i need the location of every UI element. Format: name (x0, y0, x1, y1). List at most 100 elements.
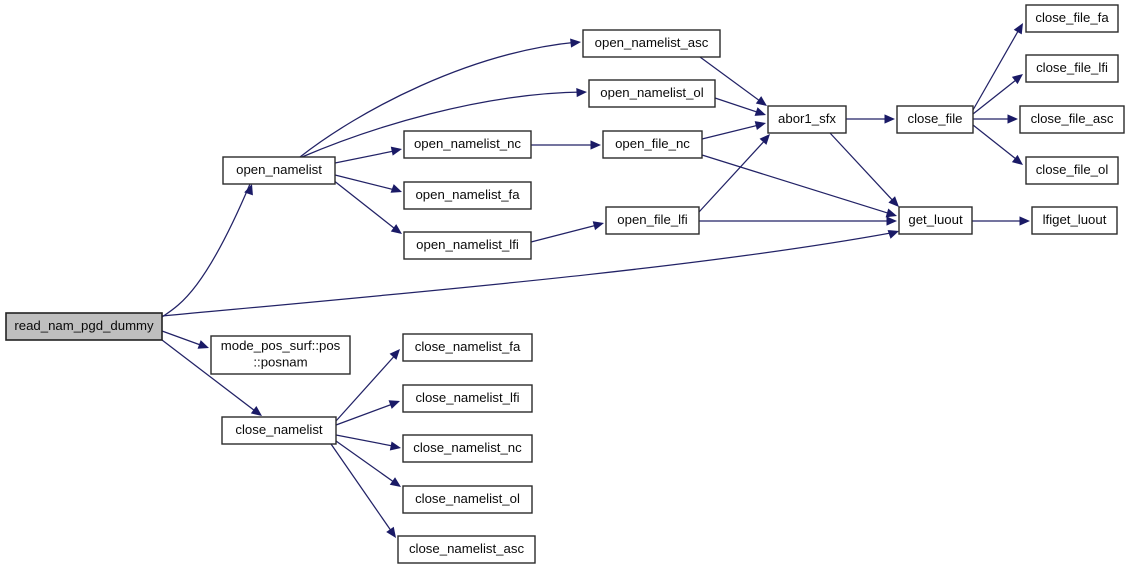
edge-open_file_nc-to-get_luout (701, 154, 897, 218)
arrowhead-icon (576, 87, 587, 98)
edge-line (335, 434, 399, 448)
node-close_namelist_ol[interactable]: close_namelist_ol (402, 485, 533, 514)
edge-open_namelist_lfi-to-open_file_lfi (530, 221, 604, 243)
node-box[interactable] (5, 312, 163, 341)
node-label: close_file (908, 111, 963, 126)
node-open_namelist_asc[interactable]: open_namelist_asc (582, 29, 721, 58)
arrowhead-icon (390, 146, 402, 156)
node-box[interactable] (896, 105, 974, 134)
edge-open_namelist_ol-to-abor1_sfx (714, 97, 766, 116)
node-close_file_ol[interactable]: close_file_ol (1025, 156, 1119, 185)
arrowhead-icon (197, 340, 209, 349)
node-close_file_lfi[interactable]: close_file_lfi (1025, 54, 1119, 83)
arrowhead-icon (570, 38, 581, 48)
arrowhead-icon (754, 121, 766, 130)
edge-read_nam_pgd_dummy-to-get_luout (161, 230, 899, 317)
arrowhead-icon (388, 400, 400, 409)
edge-close_namelist-to-close_namelist_fa (335, 349, 400, 422)
node-box[interactable] (1025, 156, 1119, 185)
node-box[interactable] (402, 485, 533, 514)
arrowhead-icon (390, 224, 402, 234)
arrowhead-icon (887, 230, 899, 239)
node-mode_pos_posnam[interactable]: mode_pos_surf::pos::posnam (210, 335, 351, 375)
node-label: open_namelist_lfi (416, 237, 519, 252)
node-box[interactable] (588, 79, 716, 108)
edge-abor1_sfx-to-get_luout (829, 132, 899, 207)
node-box[interactable] (403, 130, 532, 159)
edge-line (335, 351, 399, 422)
node-close_namelist_nc[interactable]: close_namelist_nc (402, 434, 533, 463)
edge-line (335, 401, 399, 426)
arrowhead-icon (389, 349, 400, 360)
edge-line (332, 179, 400, 233)
edge-close_file-to-close_file_asc (973, 114, 1018, 124)
arrowhead-icon (390, 184, 402, 193)
node-close_namelist_lfi[interactable]: close_namelist_lfi (402, 384, 533, 413)
node-box[interactable] (403, 231, 532, 260)
node-close_file_fa[interactable]: close_file_fa (1025, 4, 1119, 33)
node-label: close_file_asc (1031, 111, 1114, 126)
node-open_namelist_lfi[interactable]: open_namelist_lfi (403, 231, 532, 260)
edge-line (161, 183, 251, 318)
arrowhead-icon (250, 406, 262, 416)
edge-read_nam_pgd_dummy-to-close_namelist (161, 339, 262, 416)
arrowhead-icon (1011, 74, 1023, 85)
node-label: close_file_fa (1035, 10, 1109, 25)
edge-close_file-to-close_file_fa (972, 23, 1023, 111)
node-box[interactable] (767, 105, 847, 134)
edge-close_namelist-to-close_namelist_nc (335, 434, 401, 451)
arrowhead-icon (1007, 114, 1018, 124)
node-box[interactable] (582, 29, 721, 58)
node-box[interactable] (1031, 206, 1118, 235)
node-box[interactable] (210, 335, 351, 375)
node-open_namelist_nc[interactable]: open_namelist_nc (403, 130, 532, 159)
node-open_file_lfi[interactable]: open_file_lfi (605, 206, 700, 235)
node-open_file_nc[interactable]: open_file_nc (602, 130, 703, 159)
node-box[interactable] (222, 156, 336, 185)
edge-line (161, 231, 897, 317)
edge-open_namelist_nc-to-open_file_nc (531, 140, 601, 150)
node-close_namelist_asc[interactable]: close_namelist_asc (397, 535, 536, 564)
edge-close_file-to-close_file_ol (972, 124, 1023, 165)
node-read_nam_pgd_dummy[interactable]: read_nam_pgd_dummy (5, 312, 163, 341)
node-box[interactable] (402, 333, 533, 362)
node-box[interactable] (403, 181, 532, 210)
node-close_namelist_fa[interactable]: close_namelist_fa (402, 333, 533, 362)
node-box[interactable] (898, 206, 973, 235)
node-label: close_namelist_asc (409, 541, 524, 556)
edge-line (530, 223, 602, 243)
node-label: open_file_nc (615, 136, 690, 151)
node-box[interactable] (221, 416, 337, 445)
node-box[interactable] (602, 130, 703, 159)
arrowhead-icon (592, 221, 604, 231)
node-lfiget_luout[interactable]: lfiget_luout (1031, 206, 1118, 235)
node-box[interactable] (402, 434, 533, 463)
edge-line (301, 91, 585, 158)
node-box[interactable] (1025, 54, 1119, 83)
node-open_namelist[interactable]: open_namelist (222, 156, 336, 185)
arrowhead-icon (389, 477, 401, 487)
node-label: close_file_ol (1036, 162, 1109, 177)
edge-line (699, 56, 765, 105)
node-box[interactable] (397, 535, 536, 564)
node-close_namelist[interactable]: close_namelist (221, 416, 337, 445)
edge-open_file_lfi-to-get_luout (699, 216, 897, 226)
node-box[interactable] (1019, 105, 1125, 134)
edge-close_namelist-to-close_namelist_lfi (335, 400, 400, 426)
node-box[interactable] (402, 384, 533, 413)
node-label: open_namelist (236, 162, 322, 177)
node-close_file_asc[interactable]: close_file_asc (1019, 105, 1125, 134)
node-box[interactable] (1025, 4, 1119, 33)
node-open_namelist_ol[interactable]: open_namelist_ol (588, 79, 716, 108)
edge-open_file_nc-to-abor1_sfx (701, 121, 766, 140)
node-abor1_sfx[interactable]: abor1_sfx (767, 105, 847, 134)
node-box[interactable] (605, 206, 700, 235)
edge-line (701, 123, 764, 140)
edge-open_namelist-to-open_namelist_lfi (332, 179, 402, 234)
edge-line (701, 154, 895, 216)
edge-open_namelist-to-open_namelist_asc (299, 38, 581, 158)
node-open_namelist_fa[interactable]: open_namelist_fa (403, 181, 532, 210)
node-get_luout[interactable]: get_luout (898, 206, 973, 235)
node-close_file[interactable]: close_file (896, 105, 974, 134)
